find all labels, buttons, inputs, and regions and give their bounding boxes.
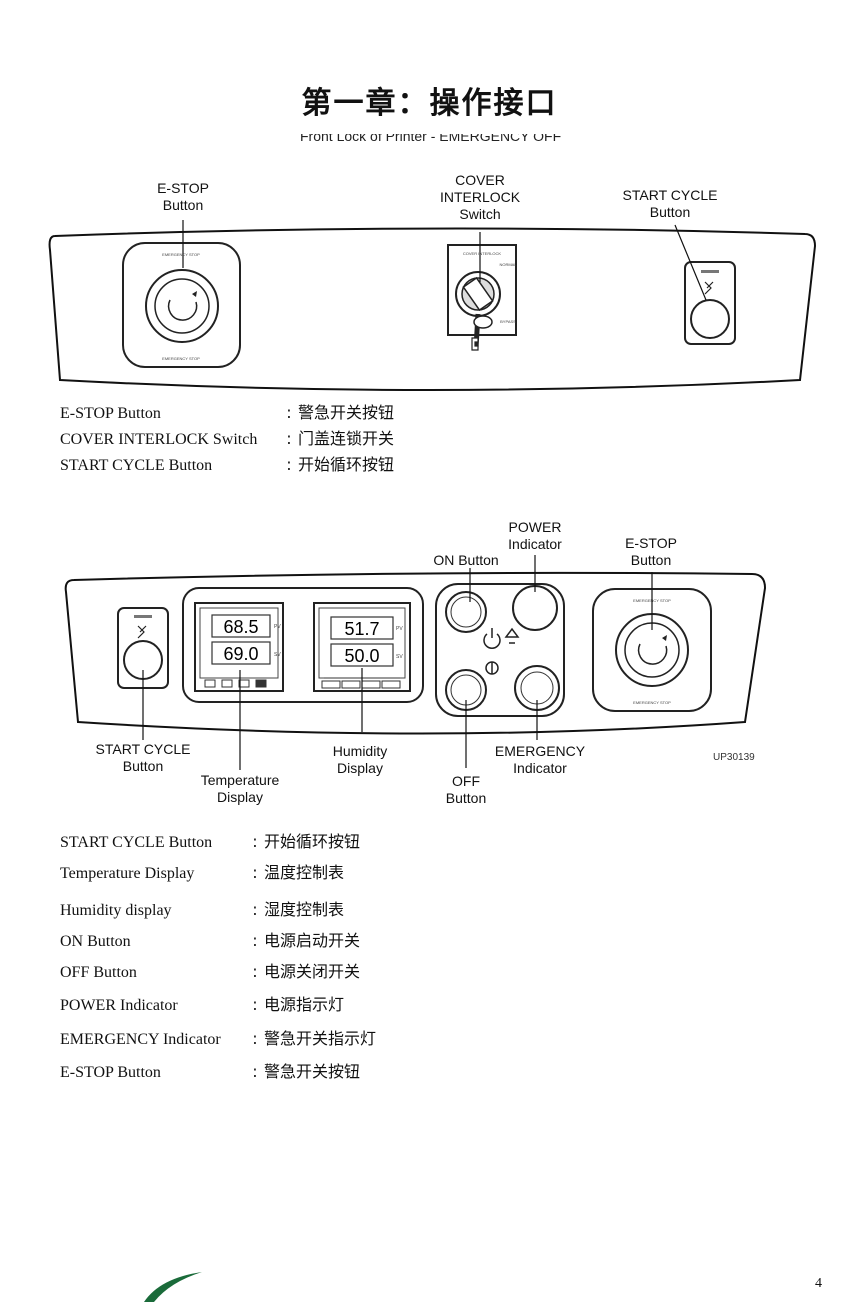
estop-button-graphic: EMERGENCY STOP EMERGENCY STOP [122,242,241,368]
callout-humidity-display: Humidity Display [332,743,388,776]
annotation-term: ON Button [60,933,131,950]
callout-estop-button: E-STOP Button [157,180,209,213]
annotation-definition: 警急开关指示灯 [264,1029,377,1048]
annotation-definition: 开始循环按钮 [298,455,395,474]
front-panel-diagram-1: EMERGENCY STOP EMERGENCY STOP COVER INTE… [48,220,817,391]
annotation-row: START CYCLE Button: 开始循环按钮 [60,830,360,855]
figure-code: UP30139 [713,752,755,763]
svg-text:SV: SV [274,652,281,658]
annotation-definition: 门盖连锁开关 [298,429,395,448]
svg-text:EMERGENCY STOP: EMERGENCY STOP [162,356,200,361]
annotation-row: E-STOP Button: 警急开关按钮 [60,1060,360,1085]
svg-text:PV: PV [274,624,281,630]
svg-text:BYPASS: BYPASS [500,319,516,324]
callout-off-button: OFF Button [445,773,487,806]
annotation-separator: : [252,900,258,919]
callout-emergency-indicator: EMERGENCY Indicator [494,743,586,776]
annotation-separator: : [286,455,292,474]
cover-interlock-switch-graphic: COVER INTERLOCK NORMAL BYPASS [447,244,517,351]
annotation-definition: 电源指示灯 [264,995,345,1014]
annotation-row: ON Button: 电源启动开关 [60,929,360,954]
temp-sv-value: 69.0 [223,644,258,664]
annotation-definition: 开始循环按钮 [264,832,361,851]
annotation-term: POWER Indicator [60,997,178,1014]
annotation-separator: : [252,962,258,981]
temp-pv-value: 68.5 [223,617,258,637]
annotation-definition: 电源启动开关 [264,931,361,950]
annotation-separator: : [252,832,258,851]
svg-text:COVER INTERLOCK: COVER INTERLOCK [463,251,502,256]
annotation-definition: 电源关闭开关 [264,962,361,981]
annotation-row: Humidity display: 湿度控制表 [60,898,344,923]
annotation-term: START CYCLE Button [60,834,213,851]
annotation-row: Temperature Display: 温度控制表 [60,861,344,886]
callout-on-button: ON Button [433,552,499,568]
page-number: 4 [815,1276,822,1291]
humidity-sv-value: 50.0 [344,646,379,666]
clipped-heading: Front Lock of Printer - EMERGENCY OFF [300,134,562,144]
annotation-row: EMERGENCY Indicator: 警急开关指示灯 [60,1027,376,1052]
humidity-display-graphic: 51.7 50.0 PV SV [313,602,411,692]
annotation-term: Humidity display [60,902,172,919]
callout-temperature-display: Temperature Display [200,772,280,805]
annotation-row: START CYCLE Button: 开始循环按钮 [60,453,394,478]
callout-power-indicator: POWER Indicator [508,519,562,552]
humidity-pv-value: 51.7 [344,619,379,639]
callout-cover-interlock-switch: COVER INTERLOCK Switch [439,172,521,222]
annotation-term: START CYCLE Button [60,457,213,474]
annotation-term: Temperature Display [60,865,195,882]
svg-text:NORMAL: NORMAL [499,262,517,267]
callout-start-cycle-button: START CYCLE Button [95,741,191,774]
annotation-separator: : [252,863,258,882]
annotation-term: EMERGENCY Indicator [60,1031,221,1048]
annotation-separator: : [252,1062,258,1081]
annotation-row: E-STOP Button: 警急开关按钮 [60,401,394,426]
annotation-row: POWER Indicator: 电源指示灯 [60,993,344,1018]
annotation-row: OFF Button: 电源关闭开关 [60,960,360,985]
annotation-definition: 温度控制表 [264,863,345,882]
annotation-term: E-STOP Button [60,405,161,422]
annotation-separator: : [252,995,258,1014]
svg-text:PV: PV [396,626,403,632]
callout-estop-button: E-STOP Button [625,535,677,568]
annotation-definition: 湿度控制表 [264,900,345,919]
annotation-term: E-STOP Button [60,1064,161,1081]
power-cluster-graphic [435,583,565,717]
start-cycle-button-graphic [684,261,736,345]
annotation-separator: : [252,931,258,950]
annotation-term: OFF Button [60,964,137,981]
annotation-term: COVER INTERLOCK Switch [60,431,258,448]
annotation-row: COVER INTERLOCK Switch: 门盖连锁开关 [60,427,394,452]
annotation-separator: : [286,429,292,448]
annotation-separator: : [252,1029,258,1048]
front-panel-diagram-2: 68.5 69.0 PV SV 51.7 50.0 PV SV [64,555,767,770]
svg-text:EMERGENCY STOP: EMERGENCY STOP [633,700,671,705]
svg-text:EMERGENCY STOP: EMERGENCY STOP [162,252,200,257]
callout-start-cycle-button: START CYCLE Button [622,187,718,220]
annotation-separator: : [286,403,292,422]
temperature-display-graphic: 68.5 69.0 PV SV [194,602,284,692]
annotation-definition: 警急开关按钮 [298,403,395,422]
annotation-definition: 警急开关按钮 [264,1062,361,1081]
svg-text:SV: SV [396,654,403,660]
page-title: 第一章：操作接口 [301,86,558,121]
logo-swoosh [144,1272,202,1302]
